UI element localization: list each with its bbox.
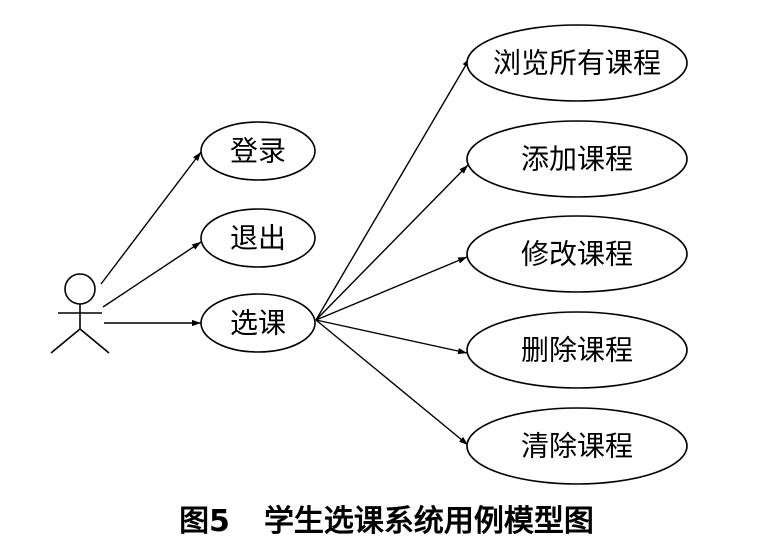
- associations: [100, 57, 471, 446]
- figure-number: 图5: [179, 504, 230, 539]
- use-case-clear-course: 清除课程: [466, 407, 688, 485]
- actor-head: [64, 273, 96, 305]
- actor-right-leg: [79, 328, 110, 354]
- edge-select-delete: [315, 319, 468, 355]
- use-case-modify-course: 修改课程: [466, 215, 688, 293]
- use-case-browse-all-courses-label: 浏览所有课程: [493, 47, 661, 80]
- use-case-modify-course-label: 修改课程: [521, 238, 633, 271]
- edge-select-modify: [315, 256, 468, 321]
- edge-select-clear: [315, 319, 469, 446]
- actor-left-leg: [50, 328, 81, 354]
- use-case-logout: 退出: [200, 208, 316, 268]
- use-case-delete-course: 删除课程: [466, 311, 688, 389]
- edge-actor-logout: [102, 241, 202, 308]
- edge-select-add: [315, 164, 469, 321]
- use-case-select-course: 选课: [200, 293, 316, 353]
- use-case-browse-all-courses: 浏览所有课程: [466, 24, 688, 102]
- use-case-clear-course-label: 清除课程: [521, 430, 633, 463]
- figure-caption: 图5 学生选课系统用例模型图: [0, 496, 773, 540]
- edge-select-browse: [315, 57, 471, 321]
- use-case-logout-label: 退出: [230, 222, 286, 255]
- use-case-login-label: 登录: [230, 135, 286, 168]
- use-case-login: 登录: [200, 121, 316, 181]
- use-case-delete-course-label: 删除课程: [521, 334, 633, 367]
- edge-actor-login: [100, 151, 202, 285]
- figure-title: 学生选课系统用例模型图: [263, 504, 594, 539]
- actor-stick-figure: [50, 273, 110, 354]
- use-case-add-course: 添加课程: [466, 120, 688, 198]
- use-case-select-course-label: 选课: [230, 307, 286, 340]
- use-case-add-course-label: 添加课程: [521, 143, 633, 176]
